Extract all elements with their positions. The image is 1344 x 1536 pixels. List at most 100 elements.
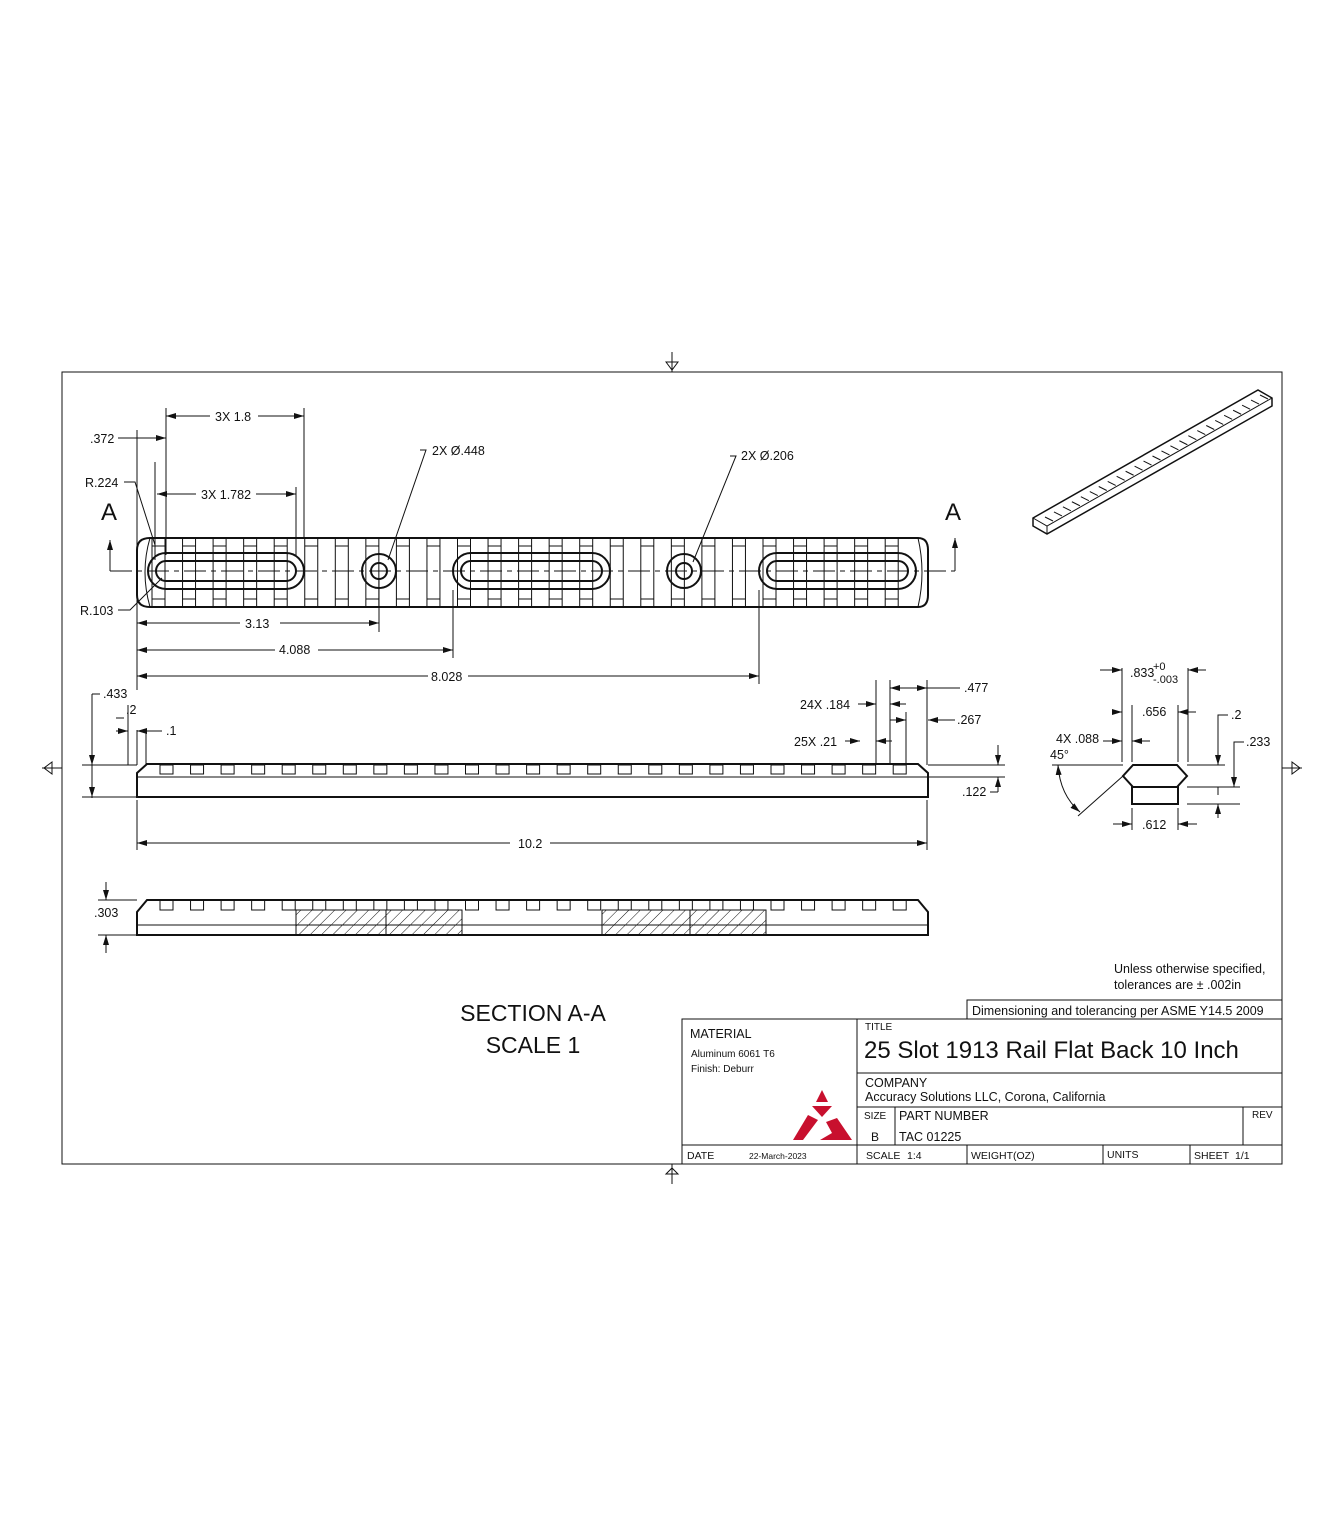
weight-label: WEIGHT(OZ): [971, 1150, 1035, 1162]
iso-slot: [1259, 394, 1269, 400]
tolerance-note-2: tolerances are ± .002in: [1114, 978, 1241, 992]
cross-slot: [793, 538, 808, 607]
dim-inner-radius: R.103: [80, 604, 113, 618]
finish-value: Finish: Deburr: [691, 1064, 754, 1075]
section-slot: [495, 899, 510, 911]
dim-top-width: .833: [1130, 666, 1154, 680]
dim-base: .122: [962, 785, 986, 799]
tolerance-note-1: Unless otherwise specified,: [1114, 962, 1265, 976]
rail-tooth: [342, 764, 357, 775]
iso-slot: [1125, 470, 1134, 476]
section-slot: [617, 899, 632, 911]
rail-tooth: [678, 764, 693, 775]
cross-slot: [212, 538, 227, 607]
dim-angle: 45°: [1050, 748, 1069, 762]
iso-slot: [1089, 491, 1099, 497]
cross-slot: [548, 538, 563, 607]
cross-slot: [640, 538, 655, 607]
section-slot: [465, 899, 479, 911]
section-slot: [678, 899, 693, 911]
cross-slot: [426, 538, 441, 607]
rail-tooth: [465, 764, 479, 775]
dim-pitch: 3X 1.8: [215, 410, 251, 424]
cross-slot: [487, 538, 502, 607]
iso-slot: [1161, 450, 1170, 456]
section-marker-left: A: [101, 499, 117, 526]
iso-slot: [1053, 511, 1063, 517]
iso-slot: [1080, 496, 1090, 502]
rail-tooth: [159, 764, 174, 775]
rail-tooth: [190, 764, 205, 775]
section-slot: [739, 899, 754, 911]
section-marker-right: A: [945, 499, 961, 526]
rail-tooth: [251, 764, 266, 775]
section-slot: [373, 899, 388, 911]
hatched-section: [601, 909, 691, 936]
cross-slot: [457, 538, 471, 607]
side-view: .433 .2 .1 24X .184 .477 .267 25X .21 .1…: [82, 680, 1005, 851]
rail-tooth: [403, 764, 418, 775]
section-slot: [770, 899, 785, 911]
dim-total-height: .233: [1246, 735, 1270, 749]
standard-note: Dimensioning and tolerancing per ASME Y1…: [972, 1004, 1264, 1018]
iso-slot: [1071, 501, 1081, 507]
cross-slot: [701, 538, 716, 607]
date-label: DATE: [687, 1150, 714, 1162]
cross-slot: [854, 538, 869, 607]
isometric-slots: [1044, 394, 1269, 522]
section-slot: [862, 899, 877, 911]
cross-slot: [609, 538, 624, 607]
cross-slot: [182, 538, 197, 607]
part-number-label: PART NUMBER: [899, 1109, 989, 1123]
iso-slot: [1223, 414, 1233, 420]
rail-tooth: [220, 764, 235, 775]
cross-slot: [884, 538, 899, 607]
rev-label: REV: [1252, 1110, 1273, 1121]
side-teeth: [159, 764, 907, 775]
rail-tooth: [373, 764, 388, 775]
title-block: MATERIAL Aluminum 6061 T6 Finish: Deburr…: [681, 1018, 1283, 1165]
iso-slot: [1241, 404, 1251, 410]
company-label: COMPANY: [865, 1076, 928, 1090]
cross-slot: [334, 538, 349, 607]
rail-tooth: [281, 764, 296, 775]
iso-slot: [1232, 409, 1242, 415]
plan-cross-slots: [151, 538, 899, 607]
dim-upper-height: .2: [1231, 708, 1241, 722]
cross-slot: [579, 538, 594, 607]
section-slot: [434, 899, 449, 911]
rail-tooth: [709, 764, 724, 775]
iso-slot: [1107, 480, 1116, 486]
iso-slot: [1152, 455, 1161, 461]
dim-slot-width: 25X .21: [794, 735, 837, 749]
section-slot: [190, 899, 205, 911]
cross-slot: [823, 538, 838, 607]
cross-slot: [762, 538, 777, 607]
profile-view: .833 +0 -.003 .656 4X .088 45° .2 .233 .…: [1050, 661, 1270, 832]
isometric-view: [1032, 389, 1273, 535]
section-slot: [648, 899, 663, 911]
cross-slot: [670, 538, 685, 607]
rail-tooth: [312, 764, 327, 775]
rail-tooth: [587, 764, 602, 775]
section-slot: [892, 899, 907, 911]
rail-tooth: [495, 764, 510, 775]
dim-chamfer: 4X .088: [1056, 732, 1099, 746]
section-view: .303 SECTION A-A SCALE 1: [94, 882, 929, 1058]
cross-slot: [365, 538, 380, 607]
iso-slot: [1134, 465, 1143, 471]
iso-slot: [1098, 486, 1107, 491]
rail-tooth: [617, 764, 632, 775]
iso-slot: [1197, 430, 1206, 436]
rail-tooth: [770, 764, 785, 775]
size-label: SIZE: [864, 1111, 887, 1122]
dim-end-offset: .372: [90, 432, 114, 446]
centering-mark-icons: [42, 352, 1302, 1184]
dim-height: .433: [103, 687, 127, 701]
dim-hole-pos: 3.13: [245, 617, 269, 631]
rail-tooth: [648, 764, 663, 775]
plan-view: A A 3X 1.8 .372 R.224 3X 1.782 2X Ø.448 …: [80, 408, 961, 690]
section-slot: [587, 899, 602, 911]
size-value: B: [871, 1130, 879, 1144]
